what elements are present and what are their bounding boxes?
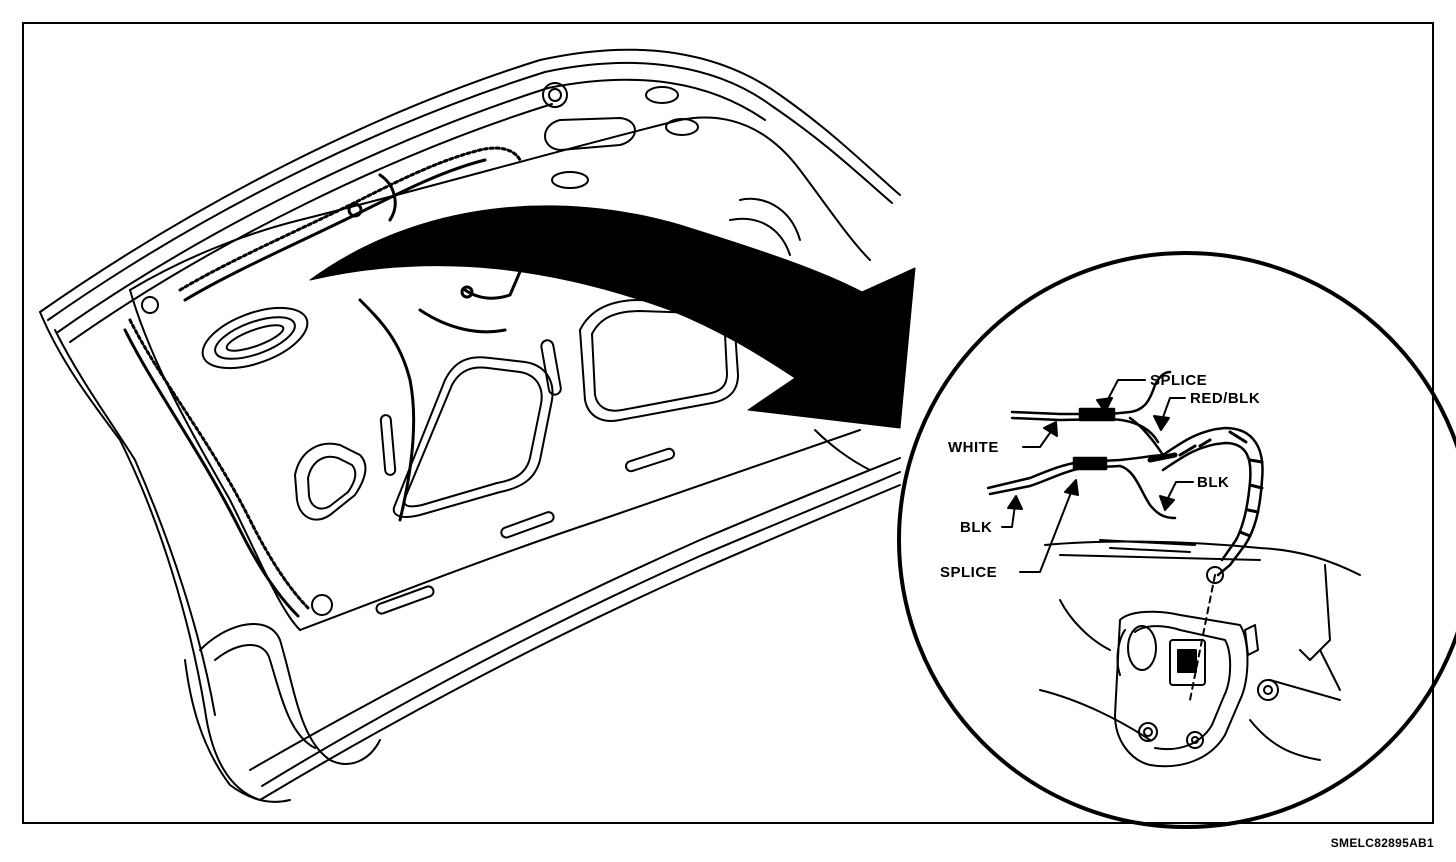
- label-splice-bottom: SPLICE: [940, 564, 998, 581]
- detail-magnifier-circle: [897, 251, 1456, 829]
- label-red-blk: RED/BLK: [1190, 390, 1261, 407]
- detail-wire-harness: [986, 370, 1264, 577]
- figure-id: SMELC82895AB1: [1330, 836, 1434, 850]
- label-splice-top: SPLICE: [1150, 372, 1208, 389]
- callout-arrow: [309, 205, 916, 429]
- diagram-frame: [22, 22, 1434, 824]
- leader-lines: [1001, 379, 1194, 573]
- trunk-lid: [39, 48, 901, 803]
- label-white: WHITE: [948, 439, 999, 456]
- label-blk-left: BLK: [960, 519, 993, 536]
- detail-latch-area: [1039, 539, 1361, 768]
- label-blk-right: BLK: [1197, 474, 1230, 491]
